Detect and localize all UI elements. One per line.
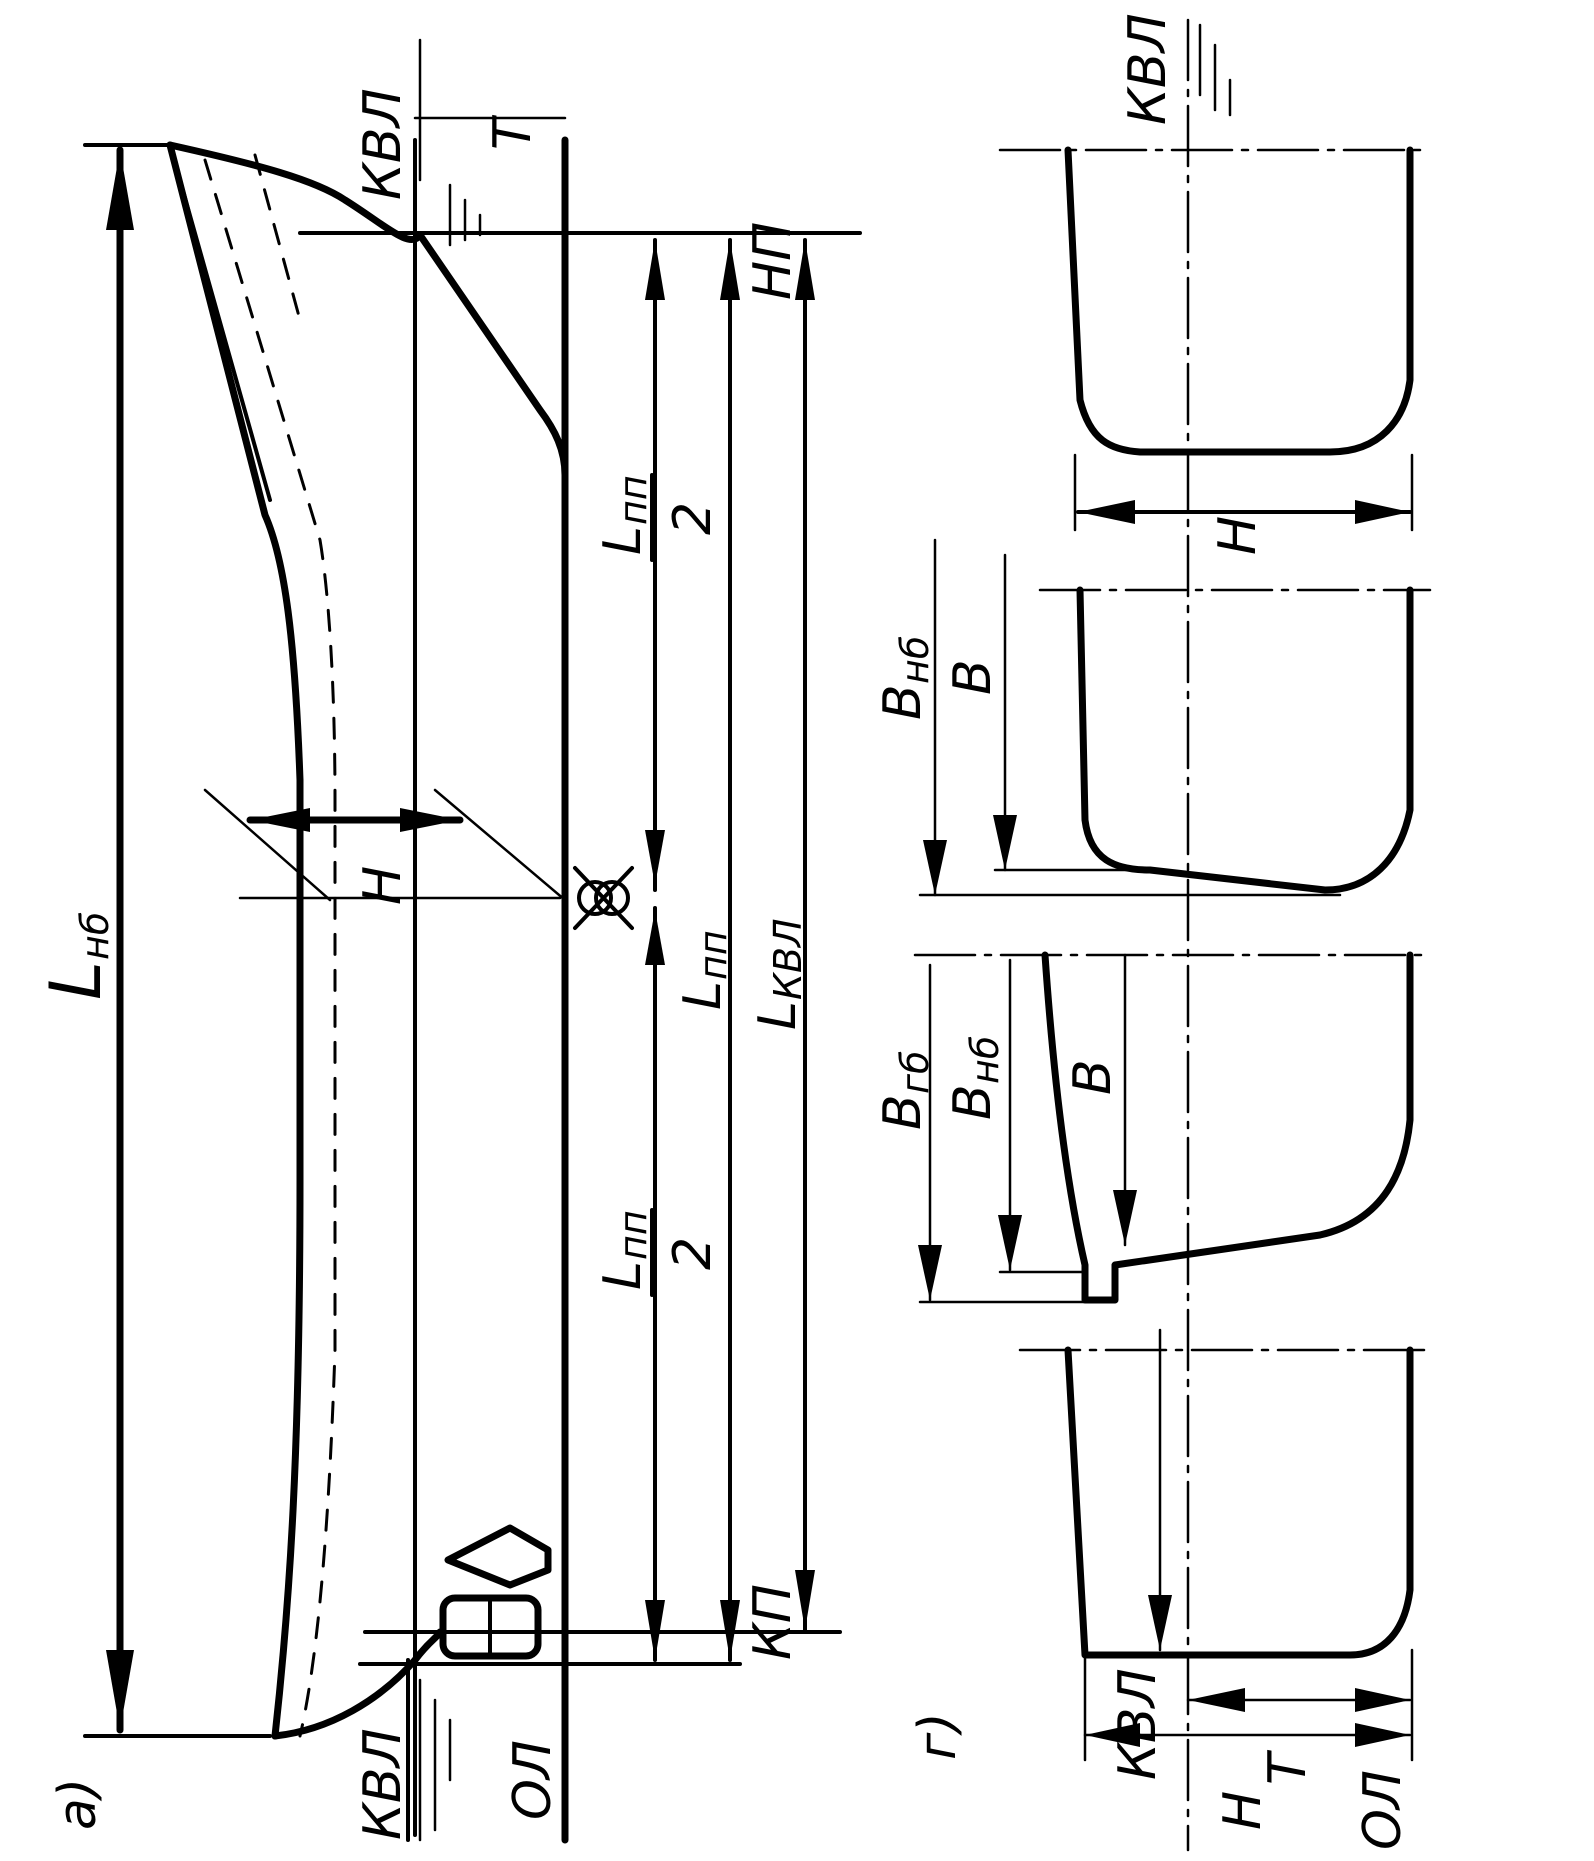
- section-2-outline: [1076, 586, 1414, 894]
- section-3-bgb-arrow: [918, 1245, 942, 1300]
- np-label: НП: [743, 222, 803, 300]
- lpp-half-top-arrow-b: [645, 830, 665, 885]
- section-3-b-label: B: [1063, 1059, 1123, 1095]
- section-3-b-arrow: [1113, 1190, 1137, 1245]
- svg-text:КВЛ: КВЛ: [766, 918, 810, 1000]
- svg-text:L: L: [673, 981, 733, 1010]
- panel-a-tag: а): [48, 1778, 108, 1830]
- h-arrow-a: [250, 808, 310, 832]
- lpp-half-bottom-label: L пп 2: [593, 1208, 723, 1297]
- h-leader-a: [203, 788, 332, 902]
- section-1-outline: [1064, 146, 1414, 456]
- svg-text:нб: нб: [73, 912, 117, 960]
- section-4-t-label: T: [1258, 1749, 1318, 1785]
- section-4-outline: [1064, 1346, 1414, 1659]
- section-4-kvl-arrow: [1148, 1595, 1172, 1650]
- section-1-h-arrow-b: [1355, 500, 1410, 524]
- section-3-bgb-label: B гб: [873, 1051, 937, 1130]
- lkvl-arrow-b: [795, 1570, 815, 1630]
- panel-g-sections: H КВЛ B нб B B гб: [873, 13, 1432, 1852]
- section-4-ol-label: ОЛ: [1353, 1770, 1413, 1850]
- section-4-t-arrow-b: [1355, 1688, 1410, 1712]
- section-1-waterline-mark: [1198, 23, 1232, 117]
- svg-text:L: L: [35, 961, 117, 1000]
- section-1-h-label: H: [1208, 516, 1268, 555]
- h-leader-b: [433, 788, 567, 902]
- section-1-kvl-label: КВЛ: [1118, 13, 1178, 125]
- waterline-mark-bottom: [418, 1678, 452, 1842]
- section-2-bnb-label: B нб: [873, 636, 937, 720]
- section-4-kvl-label: КВЛ: [1108, 1668, 1168, 1780]
- hull-stern: [271, 1628, 444, 1740]
- svg-text:B: B: [943, 1084, 1003, 1120]
- lpp-label: L пп: [673, 930, 735, 1010]
- hull-deck-line: [178, 178, 272, 502]
- propeller-symbol: [444, 1524, 552, 1589]
- svg-text:пп: пп: [611, 475, 655, 525]
- lpp-half-bottom-arrow-b: [645, 1600, 665, 1660]
- svg-text:L: L: [593, 1261, 653, 1290]
- lpp-arrow-a: [720, 240, 740, 300]
- hull-deck-dashed: [203, 158, 337, 1738]
- svg-text:гб: гб: [893, 1051, 937, 1094]
- svg-text:нб: нб: [893, 636, 937, 684]
- lpp-half-top-arrow-a: [645, 240, 665, 300]
- kvl-label-bottom: КВЛ: [353, 1728, 413, 1840]
- svg-text:пп: пп: [611, 1210, 655, 1260]
- waterline-mark-top: [448, 183, 482, 247]
- section-4-h-arrow-b: [1355, 1723, 1410, 1747]
- panel-g-tag: г): [908, 1712, 968, 1760]
- lpp-arrow-b: [720, 1600, 740, 1660]
- h-label: H: [353, 866, 413, 905]
- section-4-h-arrow-a: [1085, 1723, 1140, 1747]
- ol-label: ОЛ: [503, 1740, 563, 1820]
- section-2-bnb-arrow: [923, 840, 947, 895]
- section-2-b-label: B: [943, 659, 1003, 695]
- svg-text:B: B: [873, 1094, 933, 1130]
- hull-sheer-line: [166, 141, 304, 1740]
- hull-deck-dashed-inner: [253, 153, 302, 322]
- svg-text:2: 2: [663, 502, 723, 535]
- lkvl-arrow-a: [795, 240, 815, 300]
- hull-stem: [166, 141, 569, 479]
- section-2-b-arrow: [993, 815, 1017, 870]
- svg-text:L: L: [748, 1001, 808, 1030]
- t-label: T: [483, 114, 543, 150]
- lnb-arrow-bottom: [106, 1650, 134, 1730]
- lnb-arrow-top: [106, 150, 134, 230]
- midship-symbol: [573, 866, 634, 930]
- svg-text:2: 2: [663, 1237, 723, 1270]
- section-3-outline: [1041, 951, 1414, 1304]
- lnb-label: L нб: [35, 912, 117, 1000]
- lpp-half-bottom-arrow-a: [645, 910, 665, 965]
- section-4-t-arrow-a: [1188, 1688, 1245, 1712]
- svg-text:L: L: [593, 526, 653, 555]
- section-4-h-label: H: [1213, 1791, 1273, 1830]
- kp-label: КП: [743, 1584, 803, 1660]
- svg-text:пп: пп: [691, 930, 735, 980]
- panel-a-profile: а) L нб КВЛ КВЛ ОЛ T НП КП H L пп 2 L пп…: [35, 38, 862, 1844]
- lkvl-label: L КВЛ: [748, 918, 810, 1030]
- h-arrow-b: [400, 808, 460, 832]
- section-1-h-arrow-a: [1078, 500, 1135, 524]
- svg-text:нб: нб: [963, 1036, 1007, 1084]
- lpp-half-top-label: L пп 2: [593, 473, 723, 562]
- kvl-label-top: КВЛ: [353, 88, 413, 200]
- section-3-bnb-arrow: [998, 1215, 1022, 1270]
- svg-text:B: B: [873, 684, 933, 720]
- section-3-bnb-label: B нб: [943, 1036, 1007, 1120]
